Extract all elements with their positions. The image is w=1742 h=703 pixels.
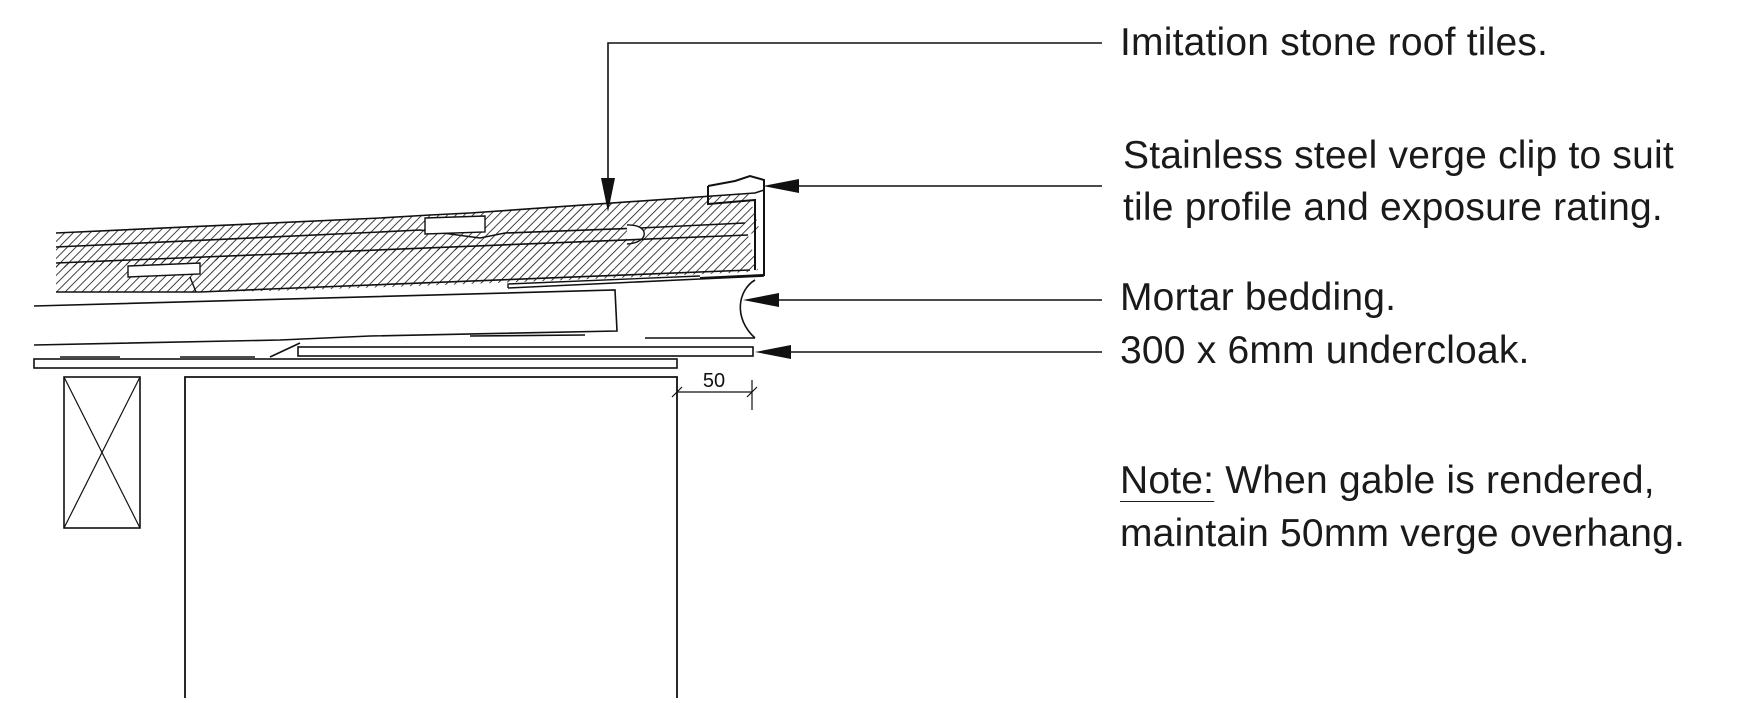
upper-tile-course — [55, 192, 760, 268]
dimension-50mm: 50 — [671, 370, 758, 410]
note-line1: Note: When gable is rendered, — [1120, 455, 1655, 507]
timber-batten-section — [63, 376, 141, 529]
leader-undercloak — [755, 345, 1102, 359]
callout-mortar: Mortar bedding. — [1120, 276, 1397, 319]
mortar-bedding — [33, 279, 756, 358]
callout-roof-tiles: Imitation stone roof tiles. — [1120, 21, 1549, 64]
callout-verge-clip-line1: Stainless steel verge clip to suit — [1123, 134, 1674, 177]
leader-mortar — [743, 293, 1102, 307]
note-line2: maintain 50mm verge overhang. — [1120, 512, 1686, 555]
note-line1-text: When gable is rendered, — [1214, 459, 1655, 502]
leader-roof-tiles — [601, 42, 1102, 212]
undercloak-board — [33, 346, 754, 369]
callout-verge-clip-line2: tile profile and exposure rating. — [1123, 186, 1663, 229]
dimension-label: 50 — [703, 370, 725, 392]
callout-undercloak: 300 x 6mm undercloak. — [1120, 329, 1530, 372]
note-label: Note: — [1120, 459, 1215, 502]
verge-clip — [507, 174, 765, 289]
gable-wall — [184, 376, 678, 698]
leader-verge-clip — [763, 179, 1102, 193]
lower-tile-course — [55, 234, 758, 293]
